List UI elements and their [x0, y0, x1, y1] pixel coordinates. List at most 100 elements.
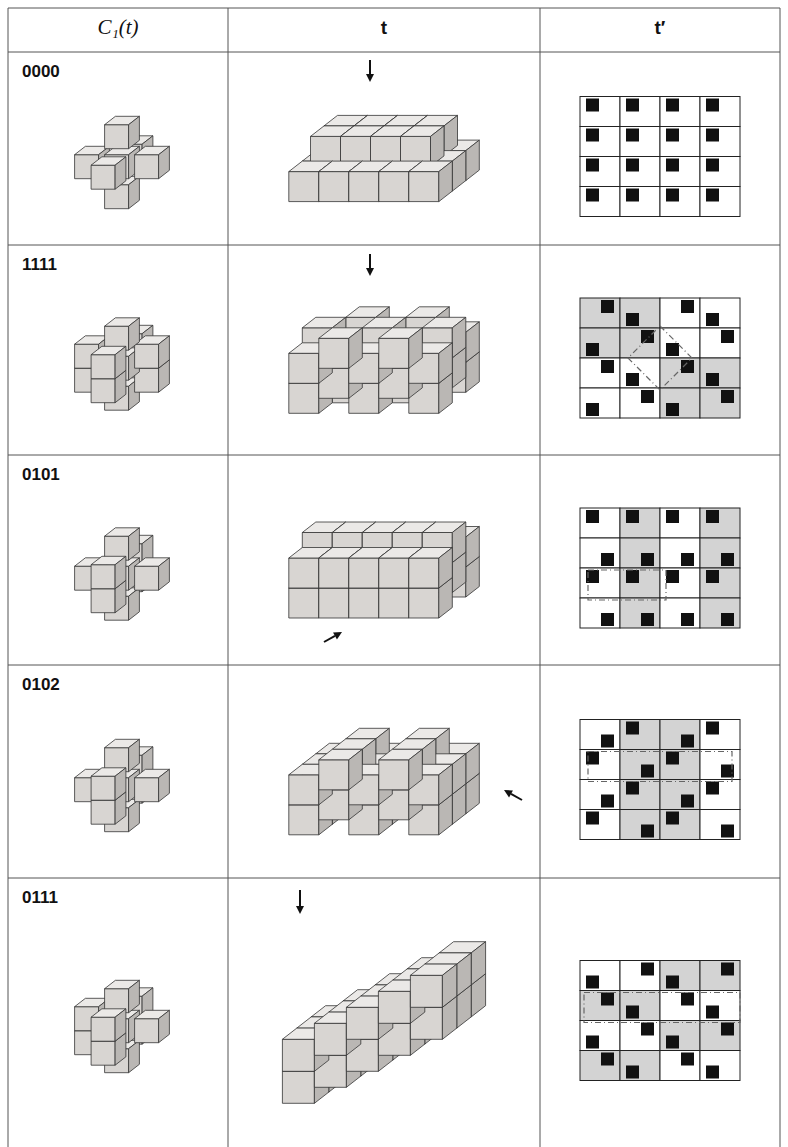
cube-face — [135, 155, 159, 179]
grid-cell — [700, 810, 740, 840]
grid-cell — [620, 358, 660, 388]
black-square — [721, 1023, 734, 1036]
cube-face — [91, 565, 115, 589]
cube-face — [349, 588, 379, 618]
arrow-shaft — [324, 636, 335, 642]
grid-cell — [620, 298, 660, 328]
view-arrow — [366, 254, 374, 276]
grid-cell — [700, 538, 740, 568]
grid-cell — [660, 538, 700, 568]
black-square — [601, 360, 614, 373]
cube-face — [379, 760, 409, 790]
grid-cell — [580, 157, 620, 187]
grid-cell — [700, 750, 740, 780]
table-line — [8, 52, 780, 53]
column-header: C₁(t) — [97, 15, 138, 40]
cube-face — [282, 1071, 314, 1103]
cube-face — [409, 172, 439, 202]
cube-face — [319, 558, 349, 588]
grid-cell — [700, 358, 740, 388]
black-square — [626, 570, 639, 583]
cube-face — [319, 338, 349, 368]
arrow-head — [366, 74, 374, 82]
table-line — [8, 455, 780, 456]
grid-cell — [620, 508, 660, 538]
cube-face — [379, 558, 409, 588]
grid-cell — [580, 750, 620, 780]
view-arrow — [324, 632, 342, 642]
grid-cell — [580, 508, 620, 538]
cube-face — [471, 942, 485, 985]
unit-cell-outline — [628, 326, 692, 390]
grid-cell — [580, 810, 620, 840]
row-code: 1111 — [22, 255, 57, 275]
black-square — [586, 403, 599, 416]
black-square — [601, 613, 614, 626]
cube-face — [452, 754, 466, 795]
black-square — [601, 795, 614, 808]
grid-cell — [620, 961, 660, 991]
arrow-shaft — [511, 794, 522, 800]
black-square — [681, 1053, 694, 1066]
cube-face — [346, 1007, 378, 1039]
black-square — [601, 1053, 614, 1066]
cube-face — [115, 157, 126, 189]
cube-face — [439, 764, 453, 805]
grid-cell — [580, 720, 620, 750]
grid-cell — [700, 598, 740, 628]
cube-face — [319, 588, 349, 618]
cube-face — [91, 1041, 115, 1065]
black-square — [706, 373, 719, 386]
grid-cell — [580, 991, 620, 1021]
table-grid — [8, 8, 780, 1147]
black-square — [626, 722, 639, 735]
grid-cell — [700, 388, 740, 418]
black-square — [626, 1006, 639, 1019]
cube-face — [439, 161, 453, 202]
grid-cell — [620, 388, 660, 418]
cube-face — [289, 805, 319, 835]
grid-cell — [700, 780, 740, 810]
cube-face — [289, 172, 319, 202]
grid-cell — [700, 157, 740, 187]
black-square — [706, 1006, 719, 1019]
arrow-shaft — [299, 890, 301, 906]
grid-cell — [700, 1021, 740, 1051]
cube-face — [349, 172, 379, 202]
arrow-head — [296, 906, 304, 914]
row-code: 0102 — [22, 675, 60, 695]
cube-face — [159, 146, 170, 178]
cube-face — [159, 769, 170, 801]
cube-face — [129, 318, 140, 350]
cube-face — [282, 1039, 314, 1071]
grid-cell — [700, 127, 740, 157]
cube-face — [129, 799, 140, 831]
column-header: t′ — [655, 17, 666, 40]
black-square — [586, 189, 599, 202]
black-square — [721, 613, 734, 626]
grid-cell — [660, 157, 700, 187]
cube-face — [135, 1019, 159, 1043]
table-line — [8, 878, 780, 879]
grid-cell — [660, 388, 700, 418]
cube-face — [379, 172, 409, 202]
column-header: t — [381, 17, 387, 40]
black-square — [681, 993, 694, 1006]
cube-face — [115, 1009, 126, 1041]
grid-cell — [700, 298, 740, 328]
arrow-head — [366, 268, 374, 276]
cube-face — [115, 556, 126, 588]
cube-face — [159, 558, 170, 590]
black-square — [601, 993, 614, 1006]
black-square — [586, 129, 599, 142]
cube-cluster — [75, 739, 170, 831]
black-square — [641, 330, 654, 343]
cube-face — [431, 126, 445, 166]
arrow-shaft — [369, 254, 371, 268]
grid-cell — [620, 127, 660, 157]
grid-cell — [660, 187, 700, 217]
grid-cell — [580, 538, 620, 568]
black-square — [626, 1066, 639, 1079]
black-square — [666, 403, 679, 416]
